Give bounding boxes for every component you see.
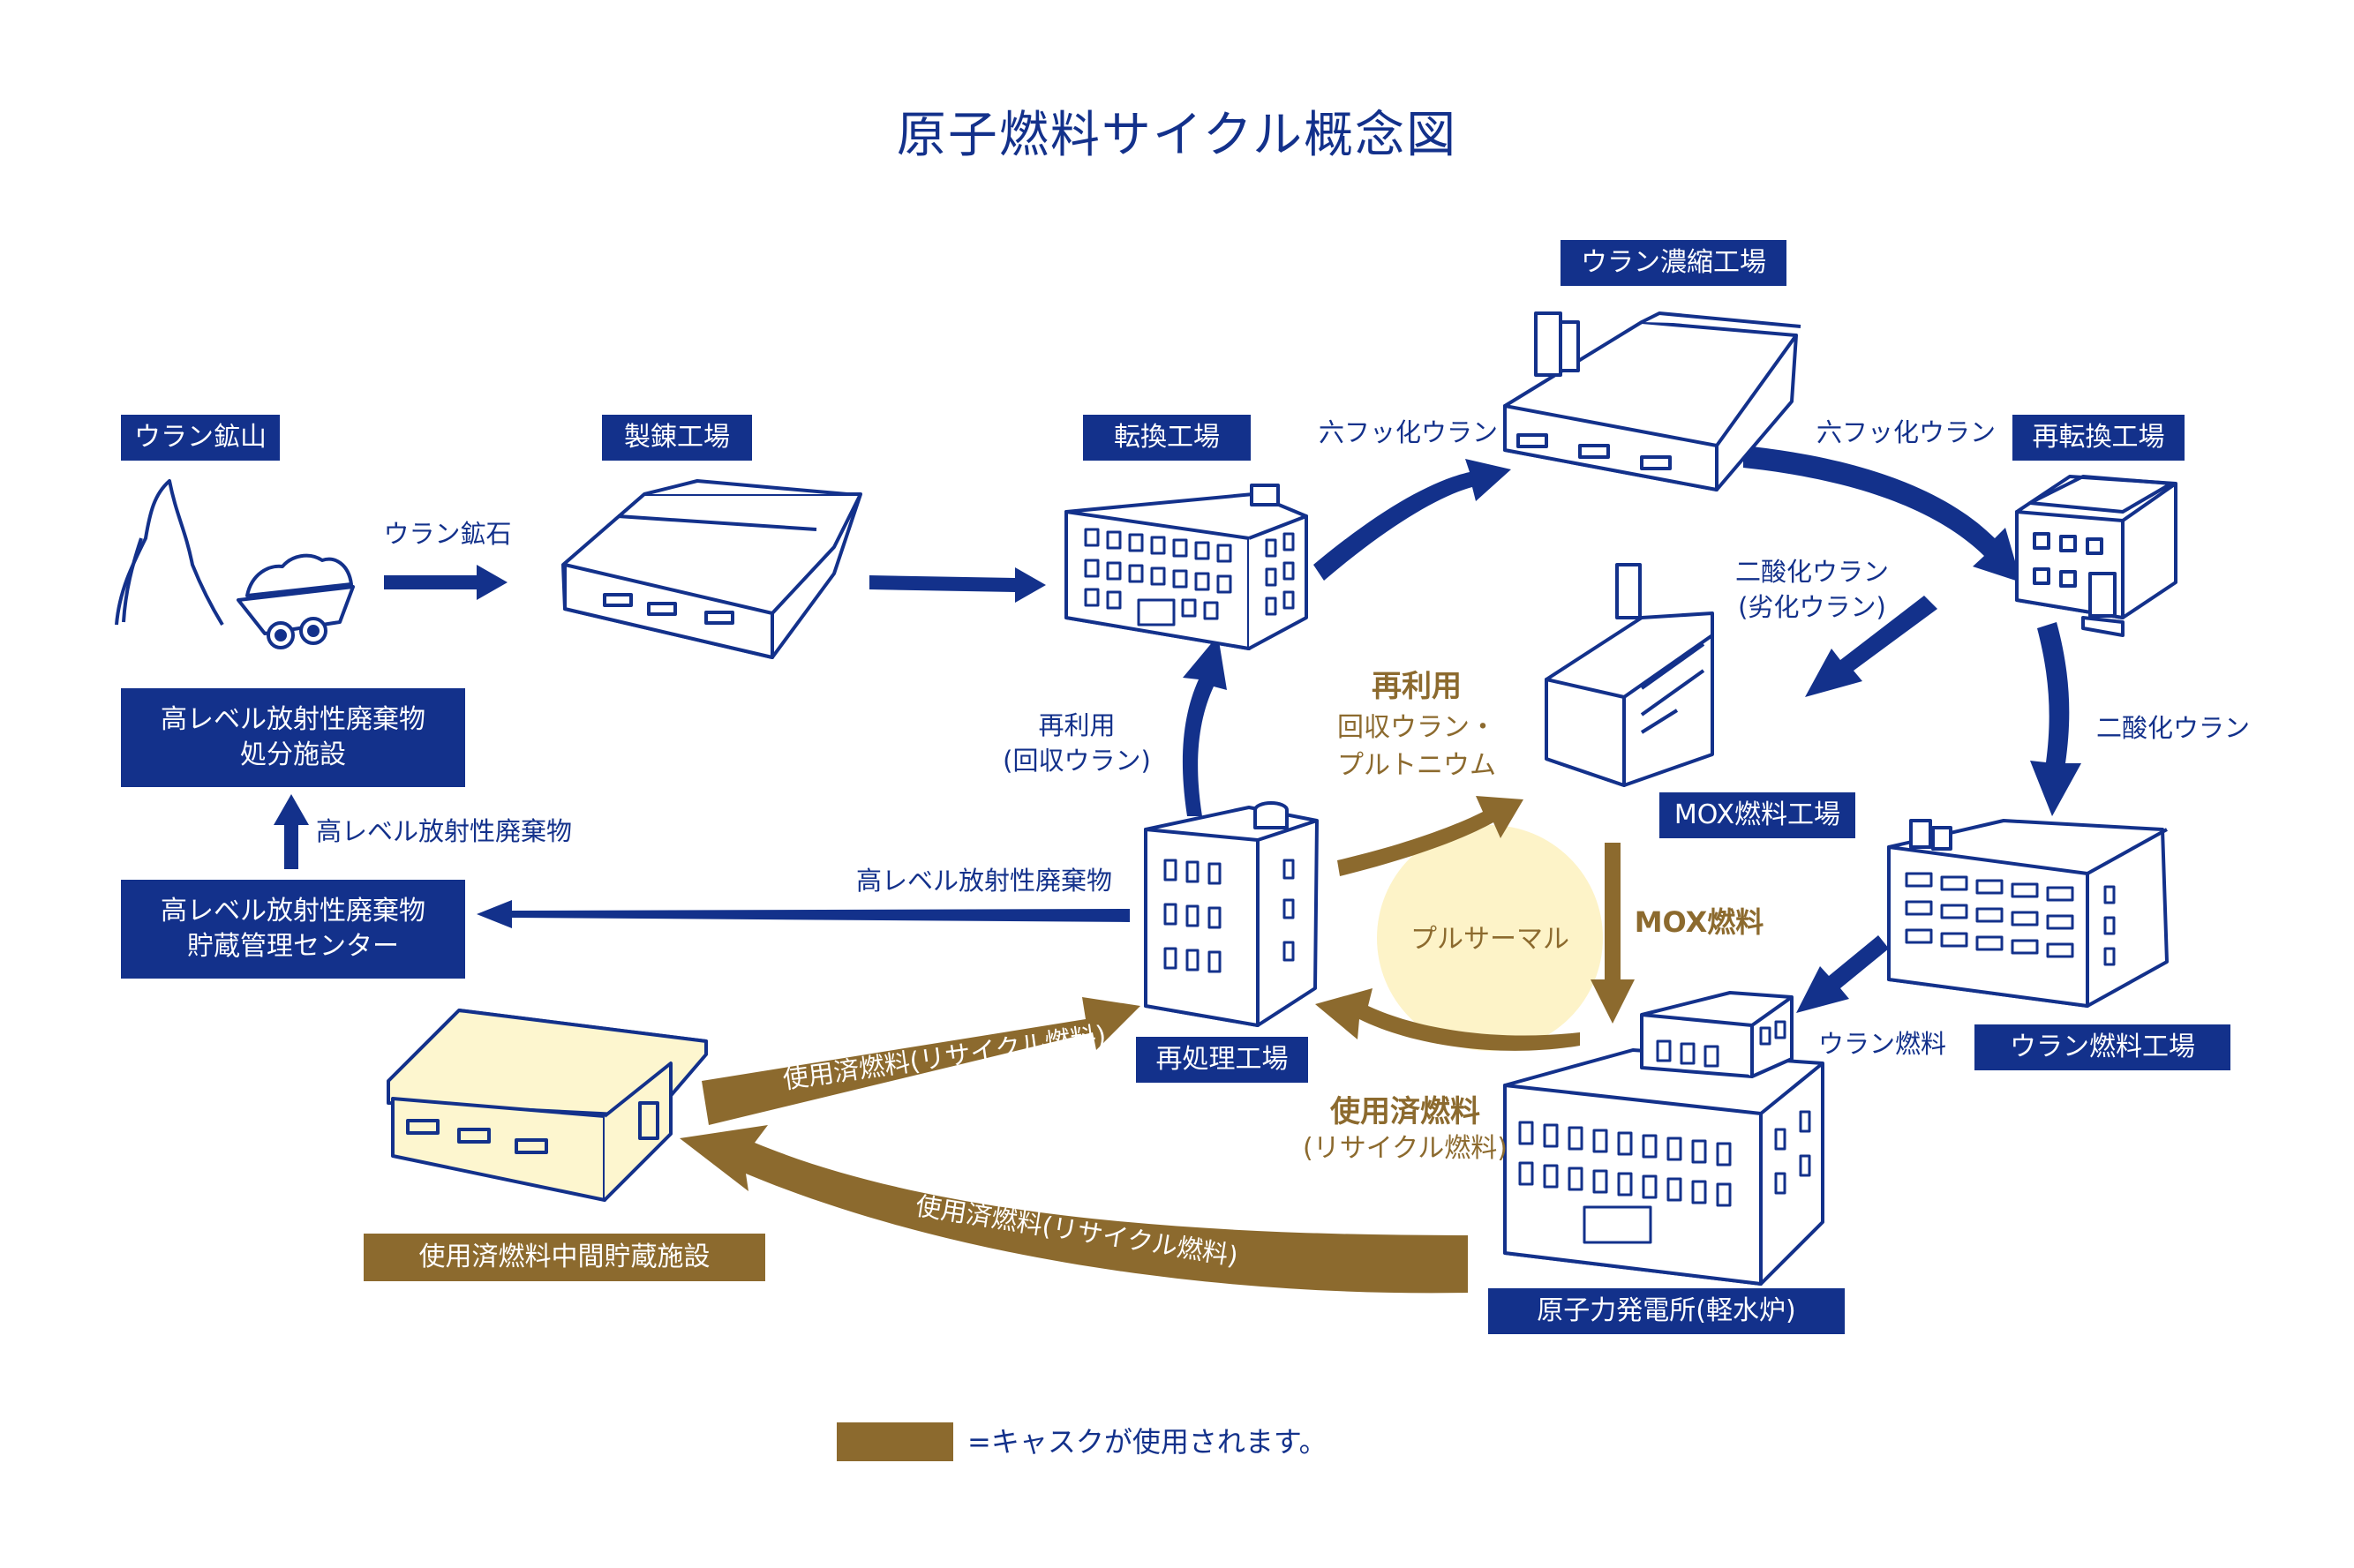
flow-reuse-u-2: (回収ウラン) (1003, 746, 1151, 776)
label-npp: 原子力発電所(軽水炉) (1488, 1288, 1845, 1334)
conversion-building (1064, 484, 1308, 650)
reprocessing-building (1144, 801, 1319, 1027)
label-refinery: 製錬工場 (602, 415, 752, 461)
flow-reuse-pu-heading: 再利用 (1372, 669, 1462, 704)
label-hlw-disposal: 高レベル放射性廃棄物 処分施設 (121, 688, 465, 787)
arrow-mox-to-npp (1591, 843, 1635, 1024)
flow-reuse-u-1: 再利用 (1038, 710, 1116, 740)
arrow-storage-to-disposal (274, 794, 309, 869)
flow-hlw-to-disposal: 高レベル放射性廃棄物 (316, 816, 573, 846)
flow-reuse-pu-1: 回収ウラン・ (1337, 712, 1496, 743)
label-hlw-storage-line1: 高レベル放射性廃棄物 (161, 896, 425, 927)
flow-spent-fuel-sub: (リサイクル燃料) (1303, 1133, 1508, 1164)
arrow-reconversion-to-uranium-fuel (2030, 622, 2081, 816)
navy-arrows (274, 446, 2081, 1013)
arrow-npp-to-reprocessing (1315, 988, 1580, 1051)
label-hlw-storage: 高レベル放射性廃棄物 貯蔵管理センター (121, 880, 465, 979)
flow-hlw-to-storage: 高レベル放射性廃棄物 (855, 866, 1112, 896)
buildings (115, 311, 2177, 1286)
arrow-spent-to-storage (680, 1125, 1468, 1294)
arrow-reprocessing-to-mox (1337, 796, 1523, 876)
arrow-enrichment-to-reconversion (1743, 446, 2021, 582)
flow-uo2-depleted-1: 二酸化ウラン (1734, 557, 1889, 587)
enrichment-building (1503, 311, 1801, 491)
label-hlw-disposal-line1: 高レベル放射性廃棄物 (161, 704, 425, 735)
uranium-fuel-building (1887, 819, 2169, 1008)
flow-pluthermal: プルサーマル (1410, 924, 1569, 955)
arrow-spent-to-reprocessing (702, 997, 1140, 1125)
label-mine: ウラン鉱山 (121, 415, 280, 461)
npp-building (1503, 991, 1824, 1286)
flow-uo2-depleted-2: (劣化ウラン) (1738, 592, 1886, 622)
flow-uranium-fuel: ウラン燃料 (1817, 1029, 1946, 1059)
arrow-uranium-fuel-to-npp (1796, 935, 1889, 1013)
arrow-reprocessing-to-hlw-storage (477, 900, 1130, 928)
label-enrichment: ウラン濃縮工場 (1561, 240, 1786, 286)
flow-spent-fuel-heading: 使用済燃料 (1330, 1094, 1480, 1129)
flow-uf6-a: 六フッ化ウラン (1318, 417, 1498, 447)
flow-uf6-b: 六フッ化ウラン (1816, 417, 1997, 447)
interim-storage-building (387, 1009, 708, 1202)
refinery-building (561, 479, 862, 659)
arrow-reprocessing-to-conversion (1182, 635, 1227, 816)
label-hlw-disposal-line2: 処分施設 (240, 739, 346, 770)
label-reconversion: 再転換工場 (2012, 415, 2185, 461)
pluthermal-circle (1377, 825, 1603, 1051)
arrow-refinery-to-conversion (869, 567, 1046, 603)
flow-ore: ウラン鉱石 (383, 519, 512, 549)
arrow-reconversion-to-mox (1805, 596, 1937, 697)
label-conversion: 転換工場 (1083, 415, 1251, 461)
label-hlw-storage-line2: 貯蔵管理センター (187, 931, 399, 962)
mine-icon (115, 479, 355, 649)
reconversion-building (2015, 475, 2177, 637)
legend-swatch (837, 1422, 953, 1461)
label-reprocessing: 再処理工場 (1136, 1037, 1308, 1083)
mox-building (1545, 563, 1714, 787)
legend-text: =キャスクが使用されます。 (967, 1425, 1327, 1459)
arrow-conversion-to-enrichment (1313, 459, 1511, 581)
flow-mox-fuel: MOX燃料 (1634, 905, 1764, 939)
gold-arrows (680, 796, 1635, 1294)
flow-reuse-pu-2: プルトニウム (1337, 750, 1496, 781)
label-interim-storage: 使用済燃料中間貯蔵施設 (364, 1234, 765, 1281)
page-title: 原子燃料サイクル概念図 (896, 107, 1458, 164)
label-uranium-fuel-plant: ウラン燃料工場 (1974, 1024, 2230, 1070)
flow-uo2: 二酸化ウラン (2095, 713, 2250, 743)
label-mox-plant: MOX燃料工場 (1659, 792, 1855, 838)
arrow-ore (384, 565, 508, 600)
